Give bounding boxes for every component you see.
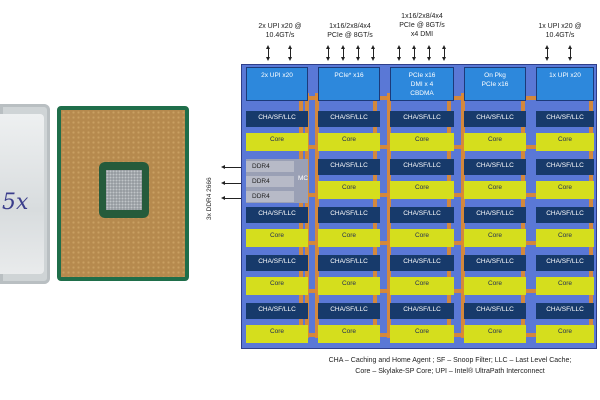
- cha-sf-llc-tile: CHA/SF/LLC: [390, 255, 454, 271]
- core-tile: Core: [390, 181, 454, 199]
- io-tile-label: PCIe x16: [481, 81, 509, 88]
- top-label-upi-left: 2x UPI x20 @ 10.4GT/s: [258, 23, 302, 39]
- cha-sf-llc-tile: CHA/SF/LLC: [246, 303, 308, 319]
- cha-sf-llc-tile: CHA/SF/LLC: [390, 303, 454, 319]
- core-tile: Core: [246, 277, 308, 295]
- io-tile-label: PCIe* x16: [334, 72, 364, 79]
- memory-channels-label: 3x DDR4 2666: [206, 177, 213, 220]
- ddr4-channel-2: DDR4: [246, 176, 294, 187]
- io-tile-label: PCIe x16: [408, 72, 436, 79]
- cpu-package-photo-back: [57, 106, 189, 281]
- interface-arrow: [427, 45, 431, 61]
- cha-sf-llc-tile: CHA/SF/LLC: [464, 111, 526, 127]
- io-tile-label: 1x UPI x20: [549, 72, 581, 79]
- interface-arrow: [412, 45, 416, 61]
- io-tile-label: On Pkg: [484, 72, 506, 79]
- io-tile-label: CBDMA: [410, 90, 434, 97]
- core-tile: Core: [318, 277, 380, 295]
- cha-sf-llc-tile: CHA/SF/LLC: [536, 207, 594, 223]
- cha-sf-llc-tile: CHA/SF/LLC: [390, 207, 454, 223]
- core-tile: Core: [390, 325, 454, 343]
- core-tile: Core: [536, 133, 594, 151]
- cha-sf-llc-tile: CHA/SF/LLC: [536, 111, 594, 127]
- ddr4-channel-3: DDR4: [246, 191, 294, 202]
- top-label-pcie-dmi: 1x16/2x8/4x4 PCIe @ 8GT/s x4 DMI: [399, 13, 445, 38]
- core-tile: Core: [536, 229, 594, 247]
- core-tile: Core: [464, 133, 526, 151]
- cha-sf-llc-tile: CHA/SF/LLC: [318, 207, 380, 223]
- mesh-interconnect: [461, 93, 465, 338]
- core-tile: Core: [536, 325, 594, 343]
- cha-sf-llc-tile: CHA/SF/LLC: [246, 207, 308, 223]
- cha-sf-llc-tile: CHA/SF/LLC: [464, 159, 526, 175]
- legend-line-2: Core – Skylake-SP Core; UPI – Intel® Ult…: [355, 368, 545, 375]
- core-tile: Core: [390, 133, 454, 151]
- cha-sf-llc-tile: CHA/SF/LLC: [464, 303, 526, 319]
- core-tile: Core: [246, 229, 308, 247]
- interface-arrow: [568, 45, 572, 61]
- interface-arrow: [266, 45, 270, 61]
- ddr4-channel-1: DDR4: [246, 161, 294, 172]
- memory-controller-label: MC: [298, 175, 309, 182]
- core-tile: Core: [246, 133, 308, 151]
- cha-sf-llc-tile: CHA/SF/LLC: [390, 159, 454, 175]
- cha-sf-llc-tile: CHA/SF/LLC: [246, 111, 308, 127]
- core-tile: Core: [246, 325, 308, 343]
- io-tile-label: 2x UPI x20: [261, 72, 293, 79]
- cha-sf-llc-tile: CHA/SF/LLC: [318, 111, 380, 127]
- interface-arrow: [341, 45, 345, 61]
- core-tile: Core: [318, 181, 380, 199]
- cha-sf-llc-tile: CHA/SF/LLC: [318, 255, 380, 271]
- mesh-interconnect: [387, 93, 391, 338]
- interface-arrow: [326, 45, 330, 61]
- cpu-lid-marking: 5x: [2, 190, 29, 215]
- core-tile: Core: [318, 229, 380, 247]
- interface-arrow: [356, 45, 360, 61]
- cha-sf-llc-tile: CHA/SF/LLC: [464, 207, 526, 223]
- core-tile: Core: [464, 181, 526, 199]
- cpu-package-photo-front: 5x: [0, 104, 50, 284]
- interface-arrow: [371, 45, 375, 61]
- core-tile: Core: [390, 229, 454, 247]
- core-tile: Core: [390, 277, 454, 295]
- cha-sf-llc-tile: CHA/SF/LLC: [390, 111, 454, 127]
- legend-line-1: CHA – Caching and Home Agent ; SF – Snoo…: [328, 357, 572, 364]
- cha-sf-llc-tile: CHA/SF/LLC: [318, 303, 380, 319]
- io-tile-pcie-dmi-cbdma: PCIe x16 DMI x 4 CBDMA: [390, 67, 454, 101]
- core-tile: Core: [464, 277, 526, 295]
- io-tile-on-pkg-pcie: On Pkg PCIe x16: [464, 67, 526, 101]
- cha-sf-llc-tile: CHA/SF/LLC: [246, 255, 308, 271]
- interface-arrow: [397, 45, 401, 61]
- core-tile: Core: [318, 325, 380, 343]
- top-label-upi-right: 1x UPI x20 @ 10.4GT/s: [538, 23, 582, 39]
- io-tile-pcie: PCIe* x16: [318, 67, 380, 101]
- top-label-pcie-1: 1x16/2x8/4x4 PCIe @ 8GT/s: [327, 23, 373, 39]
- core-tile: Core: [464, 229, 526, 247]
- cha-sf-llc-tile: CHA/SF/LLC: [536, 303, 594, 319]
- io-tile-upi-right: 1x UPI x20: [536, 67, 594, 101]
- memory-controller: DDR4 DDR4 DDR4 MC: [246, 159, 308, 203]
- interface-arrow: [288, 45, 292, 61]
- mesh-interconnect: [315, 93, 319, 338]
- interface-arrow: [545, 45, 549, 61]
- cha-sf-llc-tile: CHA/SF/LLC: [318, 159, 380, 175]
- io-tile-label: DMI x 4: [410, 81, 434, 88]
- cha-sf-llc-tile: CHA/SF/LLC: [536, 159, 594, 175]
- io-tile-upi-left: 2x UPI x20: [246, 67, 308, 101]
- cpu-heatspreader: [0, 114, 44, 274]
- interface-arrow: [442, 45, 446, 61]
- cha-sf-llc-tile: CHA/SF/LLC: [536, 255, 594, 271]
- core-tile: Core: [318, 133, 380, 151]
- cha-sf-llc-tile: CHA/SF/LLC: [464, 255, 526, 271]
- core-tile: Core: [464, 325, 526, 343]
- core-tile: Core: [536, 181, 594, 199]
- cpu-capacitor-array: [106, 170, 142, 210]
- skylake-sp-die-diagram: 2x UPI x20 PCIe* x16 PCIe x16 DMI x 4 CB…: [241, 64, 597, 349]
- core-tile: Core: [536, 277, 594, 295]
